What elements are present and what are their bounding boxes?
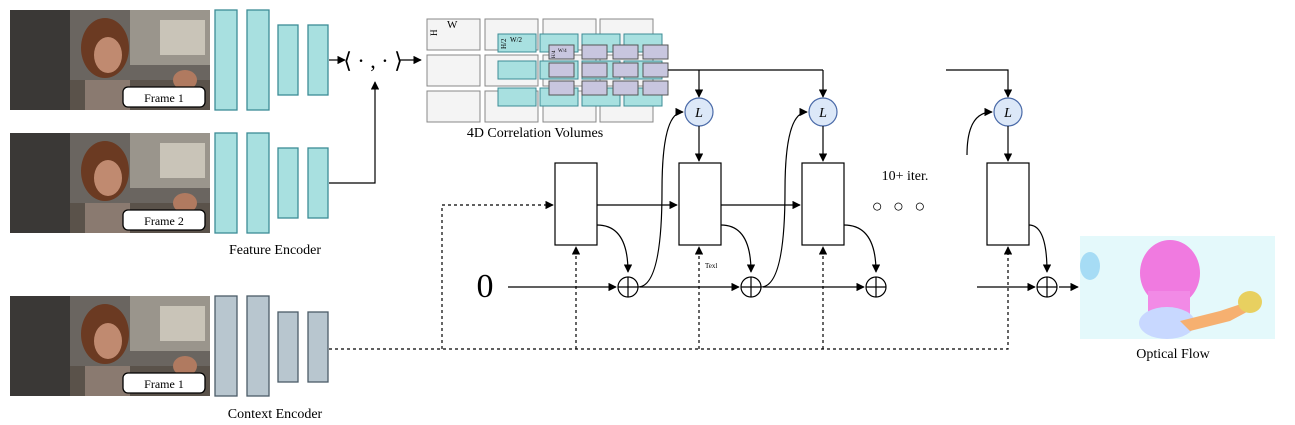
optical-flow-image (1080, 236, 1275, 339)
frame-3-label: Frame 1 (144, 377, 184, 391)
lookup-3: L (993, 97, 1023, 127)
update-blocks (554, 162, 1030, 246)
frame-2-image: Frame 2 (10, 133, 210, 233)
level1-width-label: W (447, 19, 458, 31)
level2-width-label: W/2 (510, 36, 523, 44)
lookup-3-symbol: L (1003, 106, 1012, 121)
correlation-volumes-label: 4D Correlation Volumes (467, 126, 603, 141)
level1-height-label: H (429, 29, 439, 36)
optical-flow-label: Optical Flow (1136, 347, 1210, 362)
feature-encoder-top (214, 9, 329, 111)
level2-height-label: H/2 (500, 38, 508, 49)
feature-encoder-label: Feature Encoder (229, 243, 321, 258)
ellipsis: ○ ○ ○ (872, 196, 929, 216)
level3-height-label: H/4 (552, 50, 557, 58)
lookup-1-symbol: L (694, 106, 703, 121)
frame-1-image: Frame 1 (10, 10, 210, 110)
lookup-1: L (684, 97, 714, 127)
feature-encoder-bottom (214, 132, 329, 234)
context-encoder-label: Context Encoder (228, 407, 323, 422)
small-note: Texl (705, 262, 717, 270)
context-encoder (214, 295, 329, 397)
sum-nodes (617, 276, 1058, 298)
lookup-2-symbol: L (818, 106, 827, 121)
correlation-volumes: W H W/2 H/2 W/4 H/4 (426, 18, 669, 123)
iterations-label: 10+ iter. (882, 169, 929, 184)
frame-2-label: Frame 2 (144, 214, 184, 228)
initial-flow-zero: 0 (477, 268, 494, 305)
level3-width-label: W/4 (558, 49, 567, 54)
frame-1-label: Frame 1 (144, 91, 184, 105)
frame-1-context-image: Frame 1 (10, 296, 210, 396)
inner-product-symbol: ⟨ · , · ⟩ (343, 48, 402, 73)
lookup-2: L (808, 97, 838, 127)
